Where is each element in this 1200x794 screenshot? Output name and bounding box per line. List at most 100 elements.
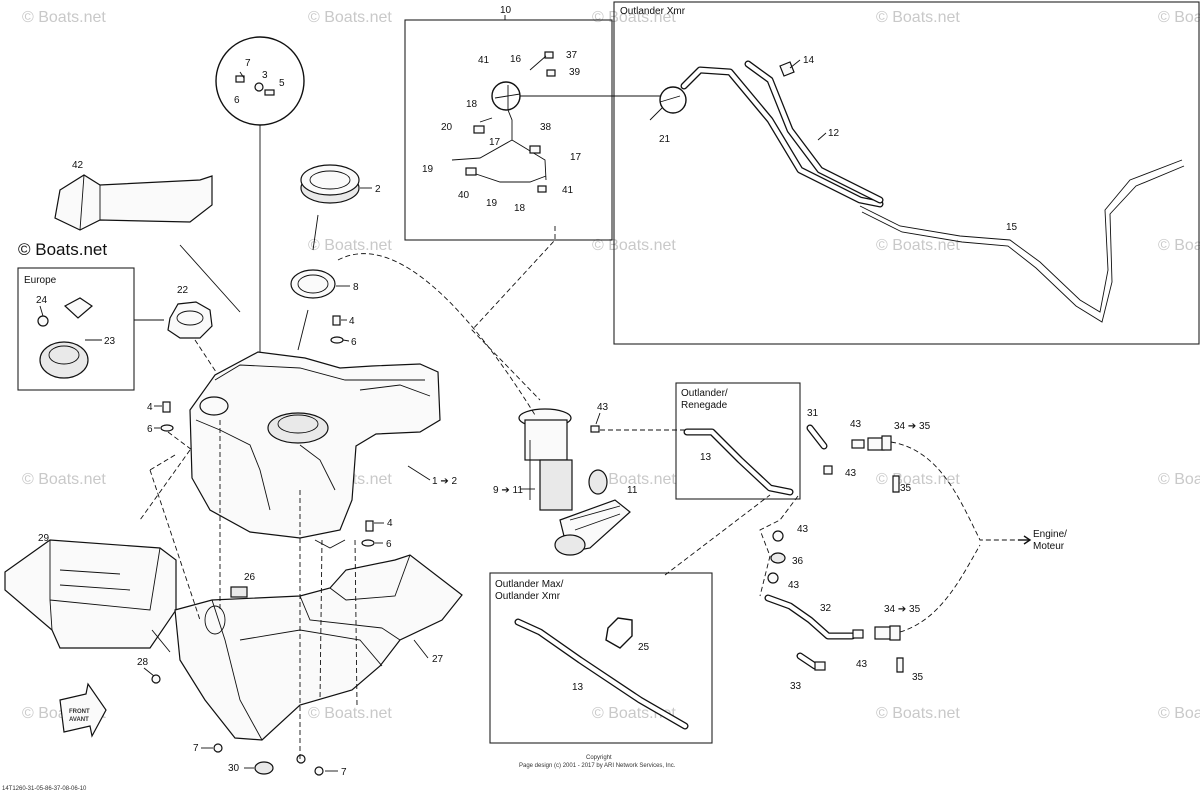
callout-37: 37 (566, 50, 578, 61)
grommet (254, 761, 274, 775)
callout-43f: 43 (856, 659, 868, 670)
callout-15: 15 (1006, 222, 1018, 233)
diagram-code: 14T1260-31-05-86-37-08-06-10 (2, 786, 87, 792)
europe-label: Europe (24, 275, 57, 286)
callout-28: 28 (137, 657, 149, 668)
screw (151, 674, 161, 684)
fuel-line-kit (451, 51, 660, 193)
watermark: © Boats.net (876, 705, 960, 722)
leader (342, 339, 350, 342)
watermark: © Boats.net (1158, 237, 1200, 254)
leader (151, 629, 171, 653)
connection-line (890, 441, 1030, 541)
watermark: © Boats.net (876, 9, 960, 26)
leader (297, 309, 309, 351)
clip-part (230, 586, 248, 598)
leader (143, 667, 155, 677)
connection-line (759, 495, 799, 597)
callout-43e: 43 (788, 580, 800, 591)
connection-line (471, 226, 556, 401)
front-arrow-label-2: AVANT (69, 717, 89, 723)
outlander-xmr-box (613, 1, 1200, 345)
callout-6a: 6 (351, 337, 357, 348)
callout-6-top: 6 (234, 95, 240, 106)
front-arrow-label: FRONT (69, 709, 90, 715)
callout-30: 30 (228, 763, 240, 774)
callout-42: 42 (72, 160, 84, 171)
callout-18b: 18 (514, 203, 526, 214)
callout-43d: 43 (797, 524, 809, 535)
callout-32: 32 (820, 603, 832, 614)
callout-6b: 6 (147, 424, 153, 435)
outlander-max-label: Outlander Max/ (495, 579, 564, 590)
callout-12: 12 (828, 128, 840, 139)
outlander-renegade-label: Outlander/ (681, 388, 728, 399)
xmr-vent-lines (649, 60, 1185, 323)
callout-33: 33 (790, 681, 802, 692)
callout-1to2: 1 ➔ 2 (432, 476, 457, 487)
watermark: © Boats.net (1158, 471, 1200, 488)
connection-line (899, 544, 981, 633)
fuel-cap (167, 301, 213, 339)
callout-27: 27 (432, 654, 444, 665)
callout-4b: 4 (147, 402, 153, 413)
callout-13a: 13 (700, 452, 712, 463)
callout-3: 3 (262, 70, 268, 81)
locking-ring (300, 164, 360, 204)
callout-16a: 16 (510, 54, 522, 65)
watermark: © Boats.net (308, 237, 392, 254)
gasket (290, 269, 336, 299)
watermark: © Boats.net (308, 9, 392, 26)
leader (817, 132, 827, 141)
watermark: © Boats.net (592, 9, 676, 26)
callout-43c: 43 (845, 468, 857, 479)
outlander-max-box (489, 572, 713, 744)
leader (179, 244, 241, 313)
engine-arrow-head (1023, 535, 1032, 545)
callout-41b: 41 (562, 185, 574, 196)
callout-35b: 35 (912, 672, 924, 683)
callout-39: 39 (569, 67, 581, 78)
callout-29: 29 (38, 533, 50, 544)
callout-43b: 43 (850, 419, 862, 430)
callout-25: 25 (638, 642, 650, 653)
bolt-and-washer (361, 520, 375, 547)
tank-tray (174, 554, 463, 741)
watermark: © Boats.net (1158, 705, 1200, 722)
heat-shield (54, 174, 213, 231)
outlander-xmr-label: Outlander Xmr (620, 6, 686, 17)
corner-watermark: © Boats.net (18, 240, 107, 259)
callout-7b: 7 (193, 743, 199, 754)
alignment-lines (139, 420, 358, 760)
callout-6c: 6 (386, 539, 392, 550)
callout-34to35b: 34 ➔ 35 (884, 604, 921, 615)
bolt-and-washer (160, 401, 174, 432)
europe-box (17, 267, 135, 391)
outlander-renegade-label-2: Renegade (681, 400, 728, 411)
watermark: © Boats.net (592, 471, 676, 488)
callout-35a: 35 (900, 483, 912, 494)
callout-23: 23 (104, 336, 116, 347)
engine-label-2: Moteur (1033, 541, 1065, 552)
watermark: © Boats.net (22, 9, 106, 26)
engine-hose-assembly (764, 424, 904, 673)
callout-31: 31 (807, 408, 819, 419)
screw (296, 754, 306, 764)
leader (595, 412, 601, 425)
copyright-title: Copyright (586, 755, 612, 761)
fuel-pump (518, 408, 631, 556)
callout-41a: 41 (478, 55, 490, 66)
fuel-tank (189, 351, 441, 549)
callout-4a: 4 (349, 316, 355, 327)
bolt-and-washer (330, 315, 344, 344)
callout-9to11: 9 ➔ 11 (493, 485, 523, 496)
callout-5: 5 (279, 78, 285, 89)
callout-24: 24 (36, 295, 48, 306)
callout-8: 8 (353, 282, 359, 293)
outlander-max-label-2: Outlander Xmr (495, 591, 561, 602)
front-arrow (59, 682, 107, 738)
callout-17a: 17 (489, 137, 501, 148)
clamp (590, 425, 600, 433)
